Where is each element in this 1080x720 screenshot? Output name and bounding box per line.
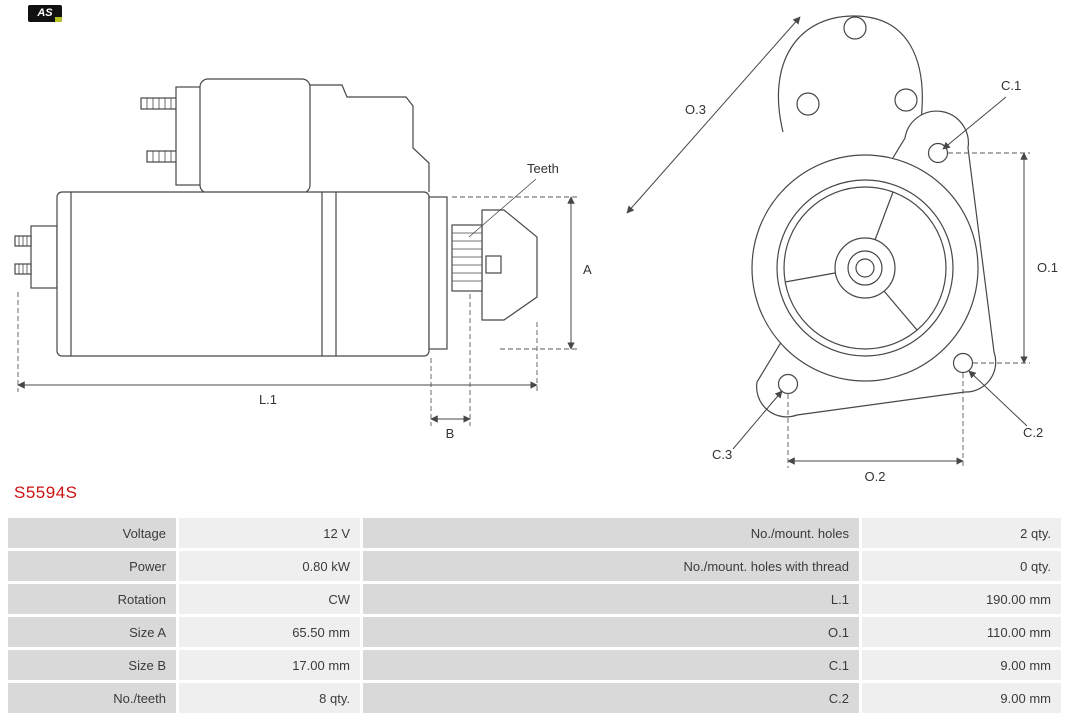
motor-body bbox=[56, 191, 430, 357]
spec-value-power: 0.80 kW bbox=[179, 551, 360, 581]
solenoid bbox=[140, 78, 311, 194]
nose-bracket bbox=[481, 209, 538, 321]
spec-value-rotation: CW bbox=[179, 584, 360, 614]
dim-label-teeth: Teeth bbox=[527, 161, 559, 176]
front-view-drawing: O.3 C.1 O.1 O.2 C.3 C.2 bbox=[626, 15, 1058, 484]
spec-value-voltage: 12 V bbox=[179, 518, 360, 548]
spec-label-c1: C.1 bbox=[363, 650, 859, 680]
pinion-gear bbox=[451, 224, 483, 292]
spec-label-size-b: Size B bbox=[8, 650, 176, 680]
spec-value-size-a: 65.50 mm bbox=[179, 617, 360, 647]
brand-logo: AS bbox=[28, 5, 62, 22]
mounting-holes bbox=[777, 142, 974, 395]
spec-label-c2: C.2 bbox=[363, 683, 859, 713]
terminal-studs bbox=[14, 225, 58, 289]
spec-value-mount-holes-thread: 0 qty. bbox=[862, 551, 1061, 581]
spec-value-l1: 190.00 mm bbox=[862, 584, 1061, 614]
drive-end bbox=[428, 196, 538, 350]
spec-label-o1: O.1 bbox=[363, 617, 859, 647]
part-number: S5594S bbox=[14, 483, 78, 502]
side-view-drawing: Teeth A L.1 B bbox=[14, 78, 592, 441]
technical-drawing: Teeth A L.1 B bbox=[14, 15, 1058, 484]
dim-label-c2: C.2 bbox=[1023, 425, 1043, 440]
brand-logo-accent bbox=[55, 17, 62, 22]
spec-value-mount-holes: 2 qty. bbox=[862, 518, 1061, 548]
dim-label-o3: O.3 bbox=[685, 102, 706, 117]
spec-value-c1: 9.00 mm bbox=[862, 650, 1061, 680]
brand-logo-text: AS bbox=[37, 7, 53, 19]
spec-table: Voltage 12 V No./mount. holes 2 qty. Pow… bbox=[8, 518, 1061, 713]
dim-label-b: B bbox=[446, 426, 455, 441]
mounting-flange bbox=[751, 154, 979, 382]
spec-value-teeth: 8 qty. bbox=[179, 683, 360, 713]
dim-label-c1: C.1 bbox=[1001, 78, 1021, 93]
dim-label-l1: L.1 bbox=[259, 392, 277, 407]
drive-housing-bridge bbox=[310, 84, 430, 192]
spec-label-voltage: Voltage bbox=[8, 518, 176, 548]
spec-label-l1: L.1 bbox=[363, 584, 859, 614]
dim-label-o2: O.2 bbox=[865, 469, 886, 484]
dim-label-c3: C.3 bbox=[712, 447, 732, 462]
spec-value-c2: 9.00 mm bbox=[862, 683, 1061, 713]
spec-label-power: Power bbox=[8, 551, 176, 581]
spec-value-size-b: 17.00 mm bbox=[179, 650, 360, 680]
spec-label-teeth: No./teeth bbox=[8, 683, 176, 713]
dim-label-o1: O.1 bbox=[1037, 260, 1058, 275]
dim-label-a: A bbox=[583, 262, 592, 277]
spec-label-mount-holes: No./mount. holes bbox=[363, 518, 859, 548]
spec-label-rotation: Rotation bbox=[8, 584, 176, 614]
spec-value-o1: 110.00 mm bbox=[862, 617, 1061, 647]
spec-label-mount-holes-thread: No./mount. holes with thread bbox=[363, 551, 859, 581]
spec-label-size-a: Size A bbox=[8, 617, 176, 647]
solenoid-bolts bbox=[796, 16, 918, 116]
